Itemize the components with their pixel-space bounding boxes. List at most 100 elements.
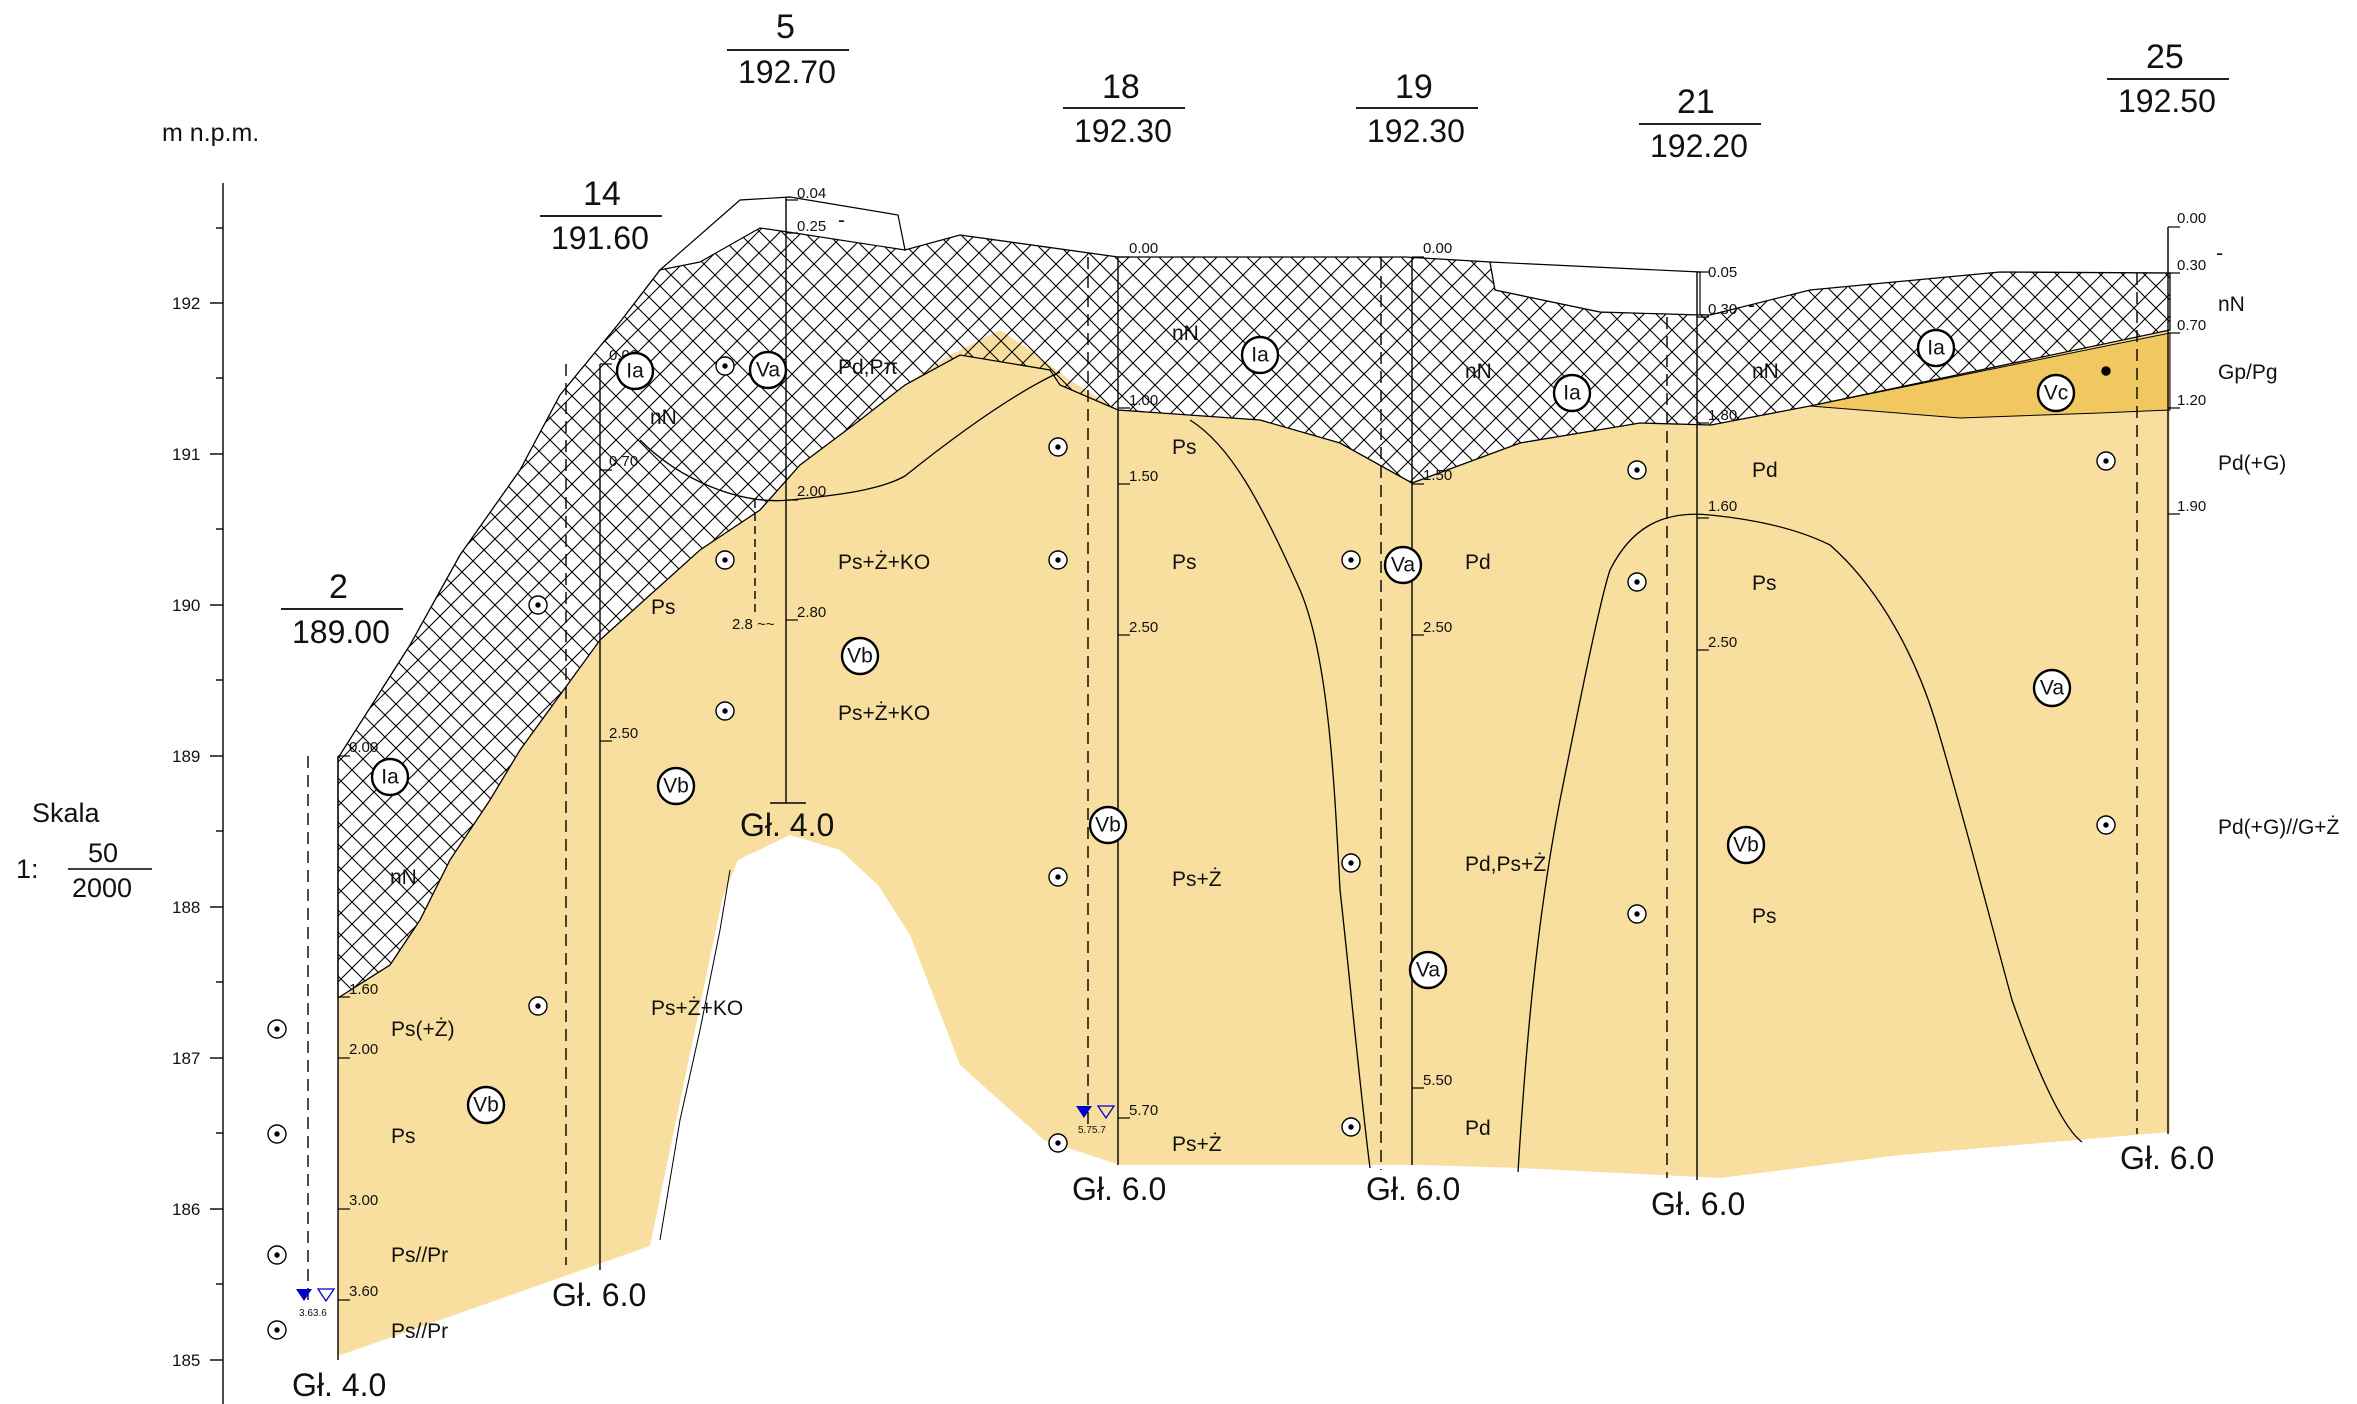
boundary-b18-b19 xyxy=(1189,419,1371,1169)
svg-text:2.50: 2.50 xyxy=(1423,619,1452,636)
sand-layer xyxy=(338,330,2170,1356)
svg-text:nN: nN xyxy=(1172,322,1199,345)
svg-text:-: - xyxy=(2216,242,2223,265)
depth-labels-b25: 0.00 0.30 0.70 1.20 1.90 xyxy=(2177,210,2206,515)
borehole-header-14: 14 191.60 xyxy=(540,175,662,256)
svg-text:Ps(+Ż): Ps(+Ż) xyxy=(391,1018,455,1041)
axis-unit-label: m n.p.m. xyxy=(162,119,259,147)
borehole-columns xyxy=(307,197,2169,1360)
axis-tick-label: 190 xyxy=(172,596,200,615)
svg-text:Ps: Ps xyxy=(1172,436,1197,459)
topsoil-b21 xyxy=(1489,261,1701,316)
axis-tick-label: 187 xyxy=(172,1049,200,1068)
svg-text:1.00: 1.00 xyxy=(1129,392,1158,409)
svg-text:1.90: 1.90 xyxy=(2177,498,2206,515)
svg-text:2.00: 2.00 xyxy=(349,1041,378,1058)
svg-text:14: 14 xyxy=(583,175,621,213)
svg-text:Gp/Pg: Gp/Pg xyxy=(2218,361,2278,384)
svg-text:Pd,Ps+Ż: Pd,Ps+Ż xyxy=(1465,853,1546,876)
axis-tick-label: 188 xyxy=(172,898,200,917)
svg-text:Ps: Ps xyxy=(391,1125,416,1148)
svg-text:Vb: Vb xyxy=(847,645,873,668)
svg-text:Ia: Ia xyxy=(1927,337,1945,360)
depth-total-b2: Gł. 4.0 xyxy=(292,1367,386,1403)
svg-text:Ps//Pr: Ps//Pr xyxy=(391,1244,448,1267)
svg-text:Vb: Vb xyxy=(473,1094,499,1117)
groundwater-marker-b2: 3.63.6 xyxy=(296,1288,336,1319)
svg-text:2.50: 2.50 xyxy=(1708,634,1737,651)
svg-text:Ps: Ps xyxy=(1752,905,1777,928)
svg-text:5.50: 5.50 xyxy=(1423,1072,1452,1089)
svg-text:25: 25 xyxy=(2146,38,2184,76)
svg-text:192.30: 192.30 xyxy=(1367,113,1465,149)
svg-text:1.50: 1.50 xyxy=(1423,467,1452,484)
svg-text:Ps+Ż: Ps+Ż xyxy=(1172,868,1222,891)
svg-text:Ps+Ż+KO: Ps+Ż+KO xyxy=(838,551,930,574)
svg-text:21: 21 xyxy=(1677,83,1715,121)
svg-text:3.00: 3.00 xyxy=(349,1192,378,1209)
svg-text:0.04: 0.04 xyxy=(797,185,826,202)
svg-text:191.60: 191.60 xyxy=(551,220,649,256)
borehole-header-25: 25 192.50 xyxy=(2107,38,2229,119)
sample-markers xyxy=(267,356,2116,1340)
svg-text:19: 19 xyxy=(1395,68,1433,106)
depth-total-b14: Gł. 6.0 xyxy=(552,1277,646,1313)
svg-text:Ia: Ia xyxy=(626,360,644,383)
svg-text:0.05: 0.05 xyxy=(1708,264,1737,281)
scale-numerator: 50 xyxy=(88,838,118,868)
scale-prefix: 1: xyxy=(16,854,39,884)
svg-text:Ps+Ż+KO: Ps+Ż+KO xyxy=(838,702,930,725)
axis-tick-label: 189 xyxy=(172,747,200,766)
svg-text:189.00: 189.00 xyxy=(292,614,390,650)
depth-labels-b21: 0.05 0.30 1.80 1.60 2.50 xyxy=(1708,264,1737,651)
groundwater-marker-b18: 5.75.7 xyxy=(1076,1105,1116,1136)
depth-note: 2.8 ~~ xyxy=(732,616,775,633)
svg-text:2.50: 2.50 xyxy=(609,725,638,742)
svg-text:Va: Va xyxy=(1391,554,1415,577)
scale-title: Skala xyxy=(32,798,101,828)
borehole-header-2: 2 189.00 xyxy=(281,568,403,650)
svg-text:0.30: 0.30 xyxy=(1708,301,1737,318)
depth-total-b19: Gł. 6.0 xyxy=(1366,1171,1460,1207)
svg-text:Pd(+G): Pd(+G) xyxy=(2218,452,2286,475)
borehole-header-21: 21 192.20 xyxy=(1639,83,1761,164)
topsoil-b5 xyxy=(657,196,906,272)
depth-total-b21: Gł. 6.0 xyxy=(1651,1186,1745,1222)
svg-text:nN: nN xyxy=(390,866,417,889)
axis-tick-label: 192 xyxy=(172,294,200,313)
depth-labels-b18: 0.00 1.00 1.50 2.50 5.70 xyxy=(1129,240,1158,1119)
svg-text:-: - xyxy=(838,209,845,232)
svg-text:0.00: 0.00 xyxy=(349,739,378,756)
svg-text:Ps: Ps xyxy=(651,596,676,619)
svg-text:Vb: Vb xyxy=(1733,834,1759,857)
depth-labels-b19: 0.00 1.50 2.50 5.50 xyxy=(1423,240,1452,1089)
axis-tick-label: 191 xyxy=(172,445,200,464)
gravel-lens xyxy=(1809,332,2171,419)
svg-text:192.70: 192.70 xyxy=(738,54,836,90)
svg-text:Pd: Pd xyxy=(1465,1117,1491,1140)
svg-text:Va: Va xyxy=(2040,677,2064,700)
svg-text:5.75.7: 5.75.7 xyxy=(1078,1125,1106,1136)
svg-text:Ps//Pr: Ps//Pr xyxy=(391,1320,448,1343)
depth-total-b25: Gł. 6.0 xyxy=(2120,1140,2214,1176)
svg-text:3.60: 3.60 xyxy=(349,1283,378,1300)
svg-text:2: 2 xyxy=(329,568,348,606)
svg-text:Va: Va xyxy=(1416,959,1440,982)
svg-text:3.63.6: 3.63.6 xyxy=(299,1308,327,1319)
svg-text:0.70: 0.70 xyxy=(609,453,638,470)
svg-text:1.20: 1.20 xyxy=(2177,392,2206,409)
elevation-axis xyxy=(210,183,224,1404)
svg-text:Ia: Ia xyxy=(1251,344,1269,367)
boundary-b5 xyxy=(639,371,1061,502)
svg-text:Ia: Ia xyxy=(381,766,399,789)
borehole-header-5: 5 192.70 xyxy=(727,8,849,90)
scale-denominator: 2000 xyxy=(72,873,132,903)
svg-text:18: 18 xyxy=(1102,68,1140,106)
depth-labels-b2: 0.00 1.60 2.00 3.00 3.60 xyxy=(349,739,378,1300)
svg-text:Ps+Ż+KO: Ps+Ż+KO xyxy=(651,997,743,1020)
depth-total-b5: Gł. 4.0 xyxy=(740,807,834,843)
borehole-header-18: 18 192.30 xyxy=(1063,68,1185,149)
svg-text:nN: nN xyxy=(1752,360,1779,383)
svg-text:0.30: 0.30 xyxy=(2177,257,2206,274)
svg-text:0.00: 0.00 xyxy=(1423,240,1452,257)
